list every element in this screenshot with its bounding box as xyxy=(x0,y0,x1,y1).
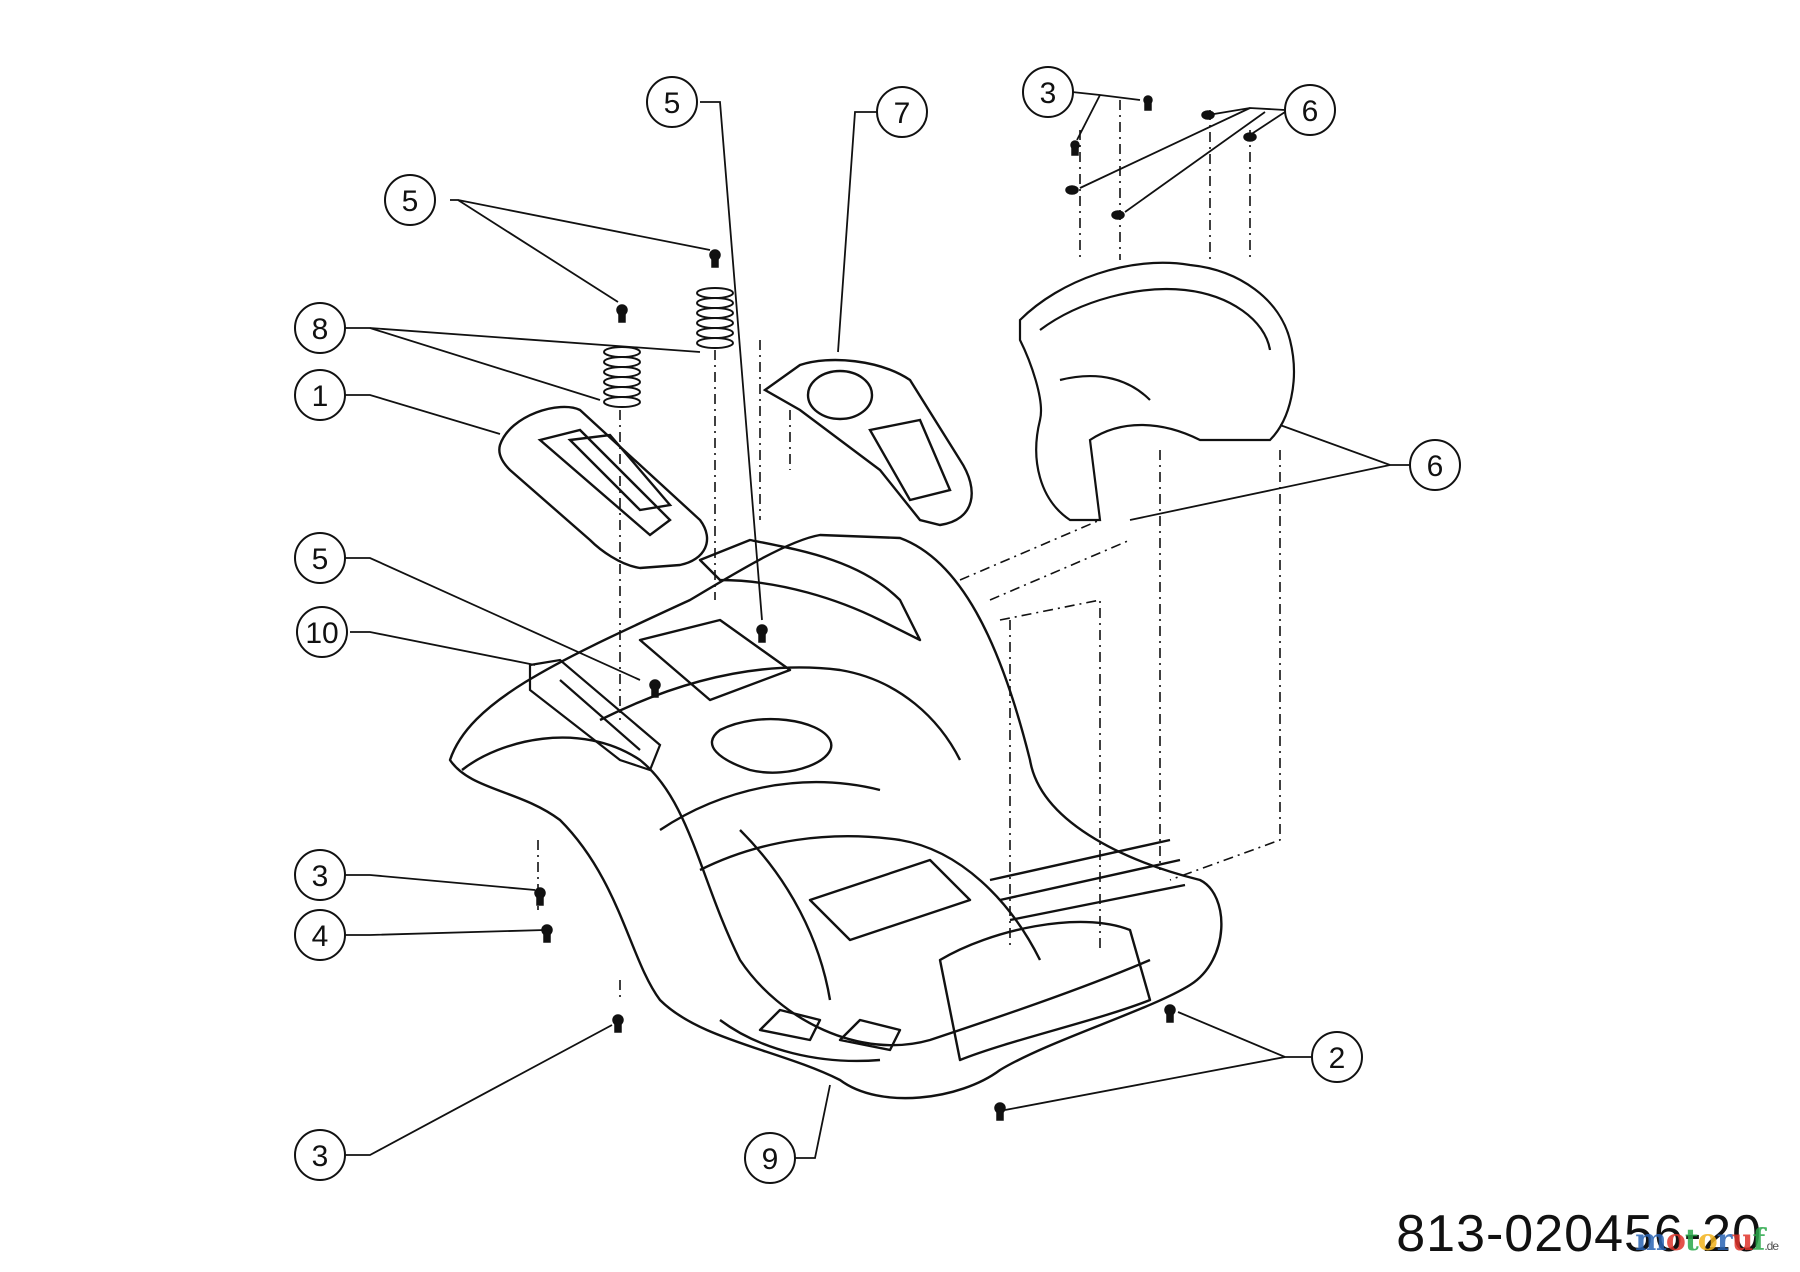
seat-pan xyxy=(1018,261,1296,522)
svg-text:3: 3 xyxy=(312,1140,329,1173)
callout-6-top: 6 xyxy=(1284,84,1336,136)
svg-text:6: 6 xyxy=(1302,95,1319,128)
svg-text:5: 5 xyxy=(312,543,329,576)
watermark-logo: motoruf.de xyxy=(1635,1223,1779,1258)
callout-3-top: 3 xyxy=(1022,66,1074,118)
fasteners xyxy=(534,95,1257,1121)
watermark-letter: u xyxy=(1731,1223,1754,1258)
svg-text:4: 4 xyxy=(312,920,329,953)
callout-9: 9 xyxy=(744,1132,796,1184)
watermark-letter: t xyxy=(1684,1223,1699,1258)
svg-text:5: 5 xyxy=(664,87,681,120)
seat-bracket xyxy=(528,658,662,772)
svg-text:6: 6 xyxy=(1427,450,1444,483)
watermark-letter: m xyxy=(1635,1223,1667,1258)
callout-8: 8 xyxy=(294,302,346,354)
callout-7: 7 xyxy=(876,86,928,138)
watermark-letter: r xyxy=(1716,1223,1733,1258)
callout-5-left: 5 xyxy=(384,174,436,226)
svg-text:5: 5 xyxy=(402,185,419,218)
callout-3-bottom: 3 xyxy=(294,1129,346,1181)
callout-1: 1 xyxy=(294,369,346,421)
watermark-letter: f xyxy=(1752,1223,1765,1258)
callout-5-top: 5 xyxy=(646,76,698,128)
fender-body xyxy=(448,533,1223,1100)
assembly-lines xyxy=(537,100,1281,1000)
callout-2: 2 xyxy=(1311,1031,1363,1083)
svg-text:9: 9 xyxy=(762,1143,779,1176)
watermark-suffix: .de xyxy=(1764,1239,1779,1253)
watermark-letter: o xyxy=(1665,1223,1686,1258)
callout-10: 10 xyxy=(296,606,348,658)
callout-4: 4 xyxy=(294,909,346,961)
watermark-letter: o xyxy=(1697,1223,1718,1258)
svg-text:2: 2 xyxy=(1329,1042,1346,1075)
svg-text:7: 7 xyxy=(894,97,911,130)
callout-6-right: 6 xyxy=(1409,439,1461,491)
callouts: 5 7 3 6 5 8 1 6 xyxy=(294,66,1461,1184)
part-number: 813-020456-20 xyxy=(1396,1205,1762,1263)
svg-text:3: 3 xyxy=(1040,77,1057,110)
springs xyxy=(603,287,734,408)
svg-text:1: 1 xyxy=(312,380,329,413)
callout-3-mid: 3 xyxy=(294,849,346,901)
svg-text:8: 8 xyxy=(312,313,329,346)
svg-text:3: 3 xyxy=(312,860,329,893)
svg-text:10: 10 xyxy=(305,617,338,650)
leader-lines xyxy=(345,91,1410,1159)
cup-holder-console xyxy=(762,358,973,527)
seat-cover xyxy=(498,405,709,570)
callout-5-mid: 5 xyxy=(294,532,346,584)
